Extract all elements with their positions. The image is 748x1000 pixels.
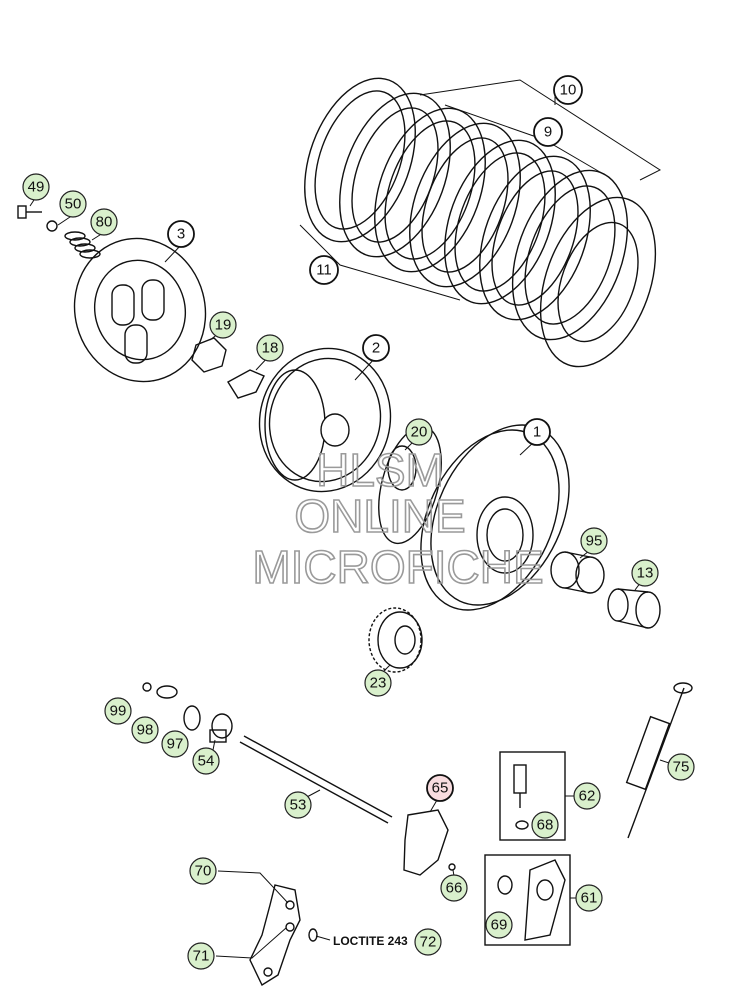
- svg-text:20: 20: [411, 424, 428, 441]
- callout-62[interactable]: 62: [573, 782, 601, 810]
- callout-50[interactable]: 50: [59, 190, 87, 218]
- inner-clutch-hub: [258, 347, 392, 493]
- svg-text:13: 13: [637, 565, 654, 582]
- svg-text:9: 9: [544, 124, 552, 141]
- svg-text:2: 2: [372, 340, 380, 357]
- screw: [17, 205, 42, 219]
- thrust-bearing: [183, 705, 201, 731]
- release-lever-bracket: [249, 884, 301, 987]
- svg-text:49: 49: [28, 179, 45, 196]
- washer: [46, 220, 58, 232]
- svg-text:1: 1: [533, 424, 541, 441]
- callout-68[interactable]: 68: [531, 811, 559, 839]
- callout-2[interactable]: 2: [362, 334, 390, 362]
- callout-70[interactable]: 70: [189, 857, 217, 885]
- svg-text:98: 98: [137, 722, 154, 739]
- clutch-plate-stack: [299, 77, 662, 368]
- svg-text:71: 71: [193, 948, 210, 965]
- callout-65[interactable]: 65: [426, 774, 454, 802]
- watermark-line-2: ONLINE: [294, 490, 465, 542]
- callout-72[interactable]: 72: [414, 928, 442, 956]
- svg-text:62: 62: [579, 788, 596, 805]
- primary-gear: [368, 607, 423, 673]
- slave-cylinder: [524, 859, 566, 941]
- callout-95[interactable]: 95: [580, 527, 608, 555]
- locking-pin: [308, 928, 318, 942]
- callout-99[interactable]: 99: [104, 697, 132, 725]
- o-ring-small: [448, 863, 456, 871]
- svg-text:66: 66: [446, 880, 463, 897]
- svg-text:99: 99: [110, 703, 127, 720]
- svg-text:97: 97: [167, 736, 184, 753]
- callout-69[interactable]: 69: [485, 911, 513, 939]
- lock-washer: [227, 369, 265, 399]
- callout-98[interactable]: 98: [131, 716, 159, 744]
- callout-19[interactable]: 19: [209, 311, 237, 339]
- callout-18[interactable]: 18: [256, 334, 284, 362]
- push-piece: [209, 713, 233, 743]
- callout-13[interactable]: 13: [631, 559, 659, 587]
- washer: [156, 685, 178, 699]
- watermark-line-3: MICROFICHE: [252, 541, 543, 593]
- callout-53[interactable]: 53: [284, 791, 312, 819]
- watermark: HLSM ONLINE MICROFICHE: [252, 443, 545, 594]
- callout-75[interactable]: 75: [667, 753, 695, 781]
- o-ring: [142, 682, 152, 692]
- callout-61[interactable]: 61: [575, 884, 603, 912]
- loctite-note: LOCTITE 243: [333, 934, 408, 948]
- callout-9[interactable]: 9: [533, 117, 563, 147]
- needle-bearing: [550, 551, 605, 594]
- callout-80[interactable]: 80: [90, 208, 118, 236]
- callout-23[interactable]: 23: [364, 669, 392, 697]
- spring: [64, 231, 101, 259]
- svg-text:61: 61: [581, 890, 598, 907]
- callout-3[interactable]: 3: [167, 220, 195, 248]
- slave-cylinder-box: [484, 854, 571, 946]
- callout-20[interactable]: 20: [405, 418, 433, 446]
- callout-54[interactable]: 54: [192, 747, 220, 775]
- callout-97[interactable]: 97: [161, 730, 189, 758]
- watermark-line-1: HLSM: [316, 444, 444, 496]
- piston-seal: [497, 875, 513, 895]
- svg-text:19: 19: [215, 317, 232, 334]
- svg-text:3: 3: [177, 226, 185, 243]
- svg-text:11: 11: [316, 262, 332, 279]
- svg-text:70: 70: [195, 863, 212, 880]
- pressure-plate: [73, 237, 207, 383]
- svg-text:18: 18: [262, 340, 279, 357]
- svg-text:10: 10: [560, 82, 577, 99]
- callout-71[interactable]: 71: [187, 942, 215, 970]
- bushing: [607, 588, 661, 629]
- syringe: [625, 682, 693, 839]
- callout-11[interactable]: 11: [309, 255, 339, 285]
- svg-text:65: 65: [432, 780, 449, 797]
- svg-text:54: 54: [198, 753, 215, 770]
- callout-1[interactable]: 1: [523, 418, 551, 446]
- svg-text:69: 69: [491, 917, 508, 934]
- callout-49[interactable]: 49: [22, 173, 50, 201]
- svg-text:72: 72: [420, 934, 437, 951]
- seal-ring: [515, 820, 529, 830]
- push-rod: [239, 735, 393, 824]
- svg-text:95: 95: [586, 533, 603, 550]
- svg-text:23: 23: [370, 675, 387, 692]
- svg-text:53: 53: [290, 797, 307, 814]
- nut: [191, 337, 227, 373]
- gasket: [403, 809, 449, 876]
- svg-text:75: 75: [673, 759, 690, 776]
- svg-text:50: 50: [65, 196, 82, 213]
- bleeder-screw: [513, 764, 527, 808]
- svg-text:80: 80: [96, 214, 113, 231]
- callout-66[interactable]: 66: [440, 874, 468, 902]
- svg-text:68: 68: [537, 817, 554, 834]
- snap-ring: [387, 445, 417, 491]
- callout-10[interactable]: 10: [553, 75, 583, 105]
